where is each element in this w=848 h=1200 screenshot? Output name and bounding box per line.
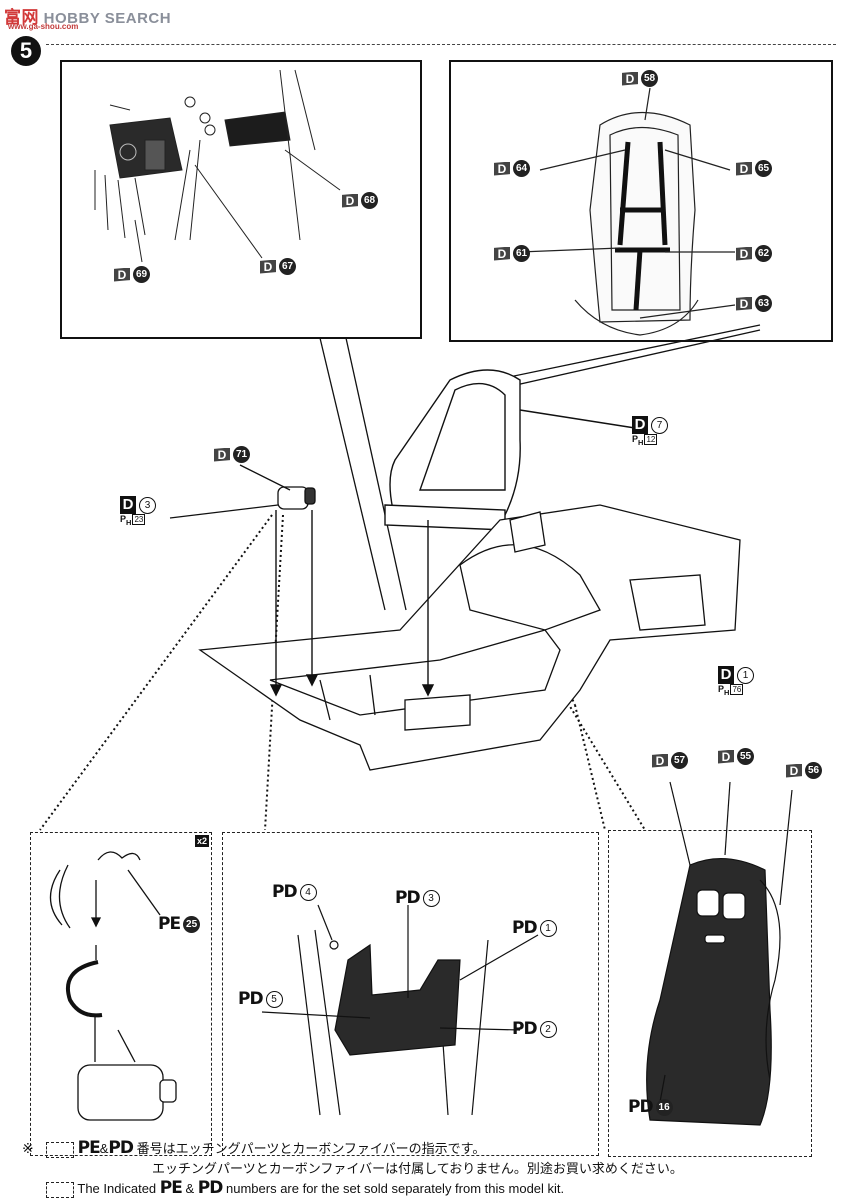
seat-harness-drawing [519,87,736,336]
detail-panel-pd-base [222,832,599,1156]
note-jp-line1: PE&PD 番号はエッチングパーツとカーボンファイバーの指示です。 [46,1138,485,1158]
step-divider [46,44,836,45]
pd-carbon-seat-drawing [646,781,793,1126]
note-mark: ※ [22,1140,34,1156]
watermark-cn2: 网 [21,8,39,27]
chassis-drawing [198,504,741,771]
note-en-line: The Indicated PE & PD numbers are for th… [46,1178,564,1198]
dash-box-icon [46,1141,74,1158]
detail-panel-harness [449,60,833,342]
pd-seat-base-drawing [261,904,539,1116]
detail-panel-pd-seat [608,830,812,1157]
dash-detail-drawing [94,69,341,263]
leader-top-right-panel [484,324,761,383]
detail-panel-pe: x2 [30,832,212,1156]
quantity-badge: x2 [194,835,209,847]
pe-clip-drawing [49,851,177,1121]
watermark-cn: 富 [4,8,22,27]
detail-panel-dash [60,60,422,339]
watermark-brand: 富网 HOBBY SEARCH [4,3,171,28]
watermark-url: www.ga-shou.com [8,22,79,31]
main-seat-drawing [384,369,636,531]
note-jp-line2: エッチングパーツとカーボンファイバーは付属しておりません。別途お買い求めください… [152,1161,683,1176]
leader-top-left-panel [319,337,386,611]
watermark-text: HOBBY SEARCH [43,10,172,27]
step-number: 5 [11,36,41,66]
extinguisher-drawing [169,464,316,519]
dash-box-icon [46,1181,74,1198]
